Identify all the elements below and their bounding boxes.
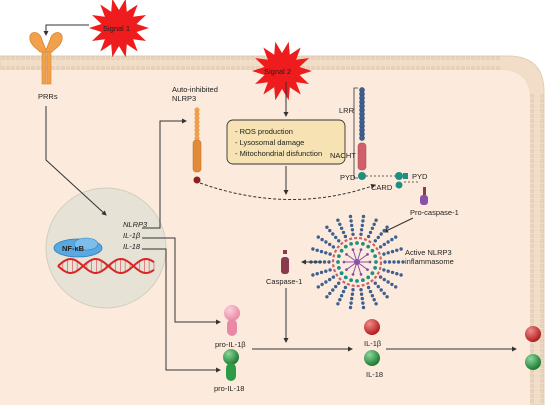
nlrp3-gene-arrow: [142, 118, 187, 229]
pro-caspase-1: [420, 187, 428, 205]
signal-1-burst: [89, 0, 149, 58]
gene-il1b: IL-1β: [123, 231, 141, 240]
auto-inhibited-label-1: Auto-inhibited: [172, 85, 218, 94]
prrs-label: PRRs: [38, 92, 58, 101]
il18-gene-arrow: [142, 248, 221, 373]
pro-caspase-label: Pro-caspase-1: [410, 208, 459, 217]
signal-2-label: Signal 2: [264, 67, 291, 76]
stress-item-mito: - Mitochondrial disfunction: [235, 149, 322, 158]
caspase-1: [281, 250, 289, 274]
nfkb-label: NF-κB: [62, 244, 85, 253]
stress-item-lysosomal: - Lysosomal damage: [235, 138, 304, 147]
domain-bracket: [353, 87, 358, 179]
pyd-asc-label: PYD: [412, 172, 428, 181]
nucleus: [45, 187, 167, 309]
asc-adaptor: [366, 172, 418, 189]
il1b-label: IL-1β: [364, 339, 382, 348]
nacht-label: NACHT: [330, 151, 356, 160]
dna-helix: [57, 257, 155, 275]
il1b-gene-arrow: [142, 237, 221, 325]
lrr-label: LRR: [339, 106, 355, 115]
il18-mature-icon: [364, 350, 380, 366]
prr-receptor-icon: [29, 32, 63, 85]
il18-label: IL-18: [366, 370, 383, 379]
pro-il18-icon: [223, 349, 239, 381]
cytoplasm: [0, 70, 530, 405]
signal-2-burst: [252, 41, 312, 101]
nfkb-complex: [53, 237, 103, 258]
secreted-il18-icon: [525, 354, 541, 370]
pro-caspase-arrow: [383, 217, 414, 233]
caspase-label: Caspase-1: [266, 277, 302, 286]
il1b-mature-icon: [364, 319, 380, 335]
card-label: CARD: [371, 183, 393, 192]
active-label-2: inflammasome: [405, 257, 454, 266]
pro-il1b-icon: [224, 305, 240, 336]
activation-dashed-arrow: [199, 182, 376, 200]
signal-1-arrow: [43, 24, 89, 36]
membrane-lipid-heads: [1, 56, 545, 404]
active-nlrp3-monomer: [357, 87, 367, 180]
gene-nlrp3: NLRP3: [123, 220, 148, 229]
active-label-1: Active NLRP3: [405, 248, 452, 257]
auto-inhibited-label-2: NLRP3: [172, 94, 196, 103]
pro-il1b-label: pro-IL-1β: [215, 340, 246, 349]
pyd-label: PYD: [340, 173, 356, 182]
prr-to-nucleus-arrow: [45, 106, 107, 216]
signal-1-label: Signal 1: [103, 24, 130, 33]
secreted-il1b-icon: [525, 326, 541, 342]
auto-inhibited-nlrp3: [192, 107, 202, 184]
gene-il18: IL-18: [123, 242, 141, 251]
cellular-stress-box: [226, 119, 346, 165]
stress-item-ros: - ROS production: [235, 127, 293, 136]
pro-il18-label: pro-IL-18: [214, 384, 244, 393]
